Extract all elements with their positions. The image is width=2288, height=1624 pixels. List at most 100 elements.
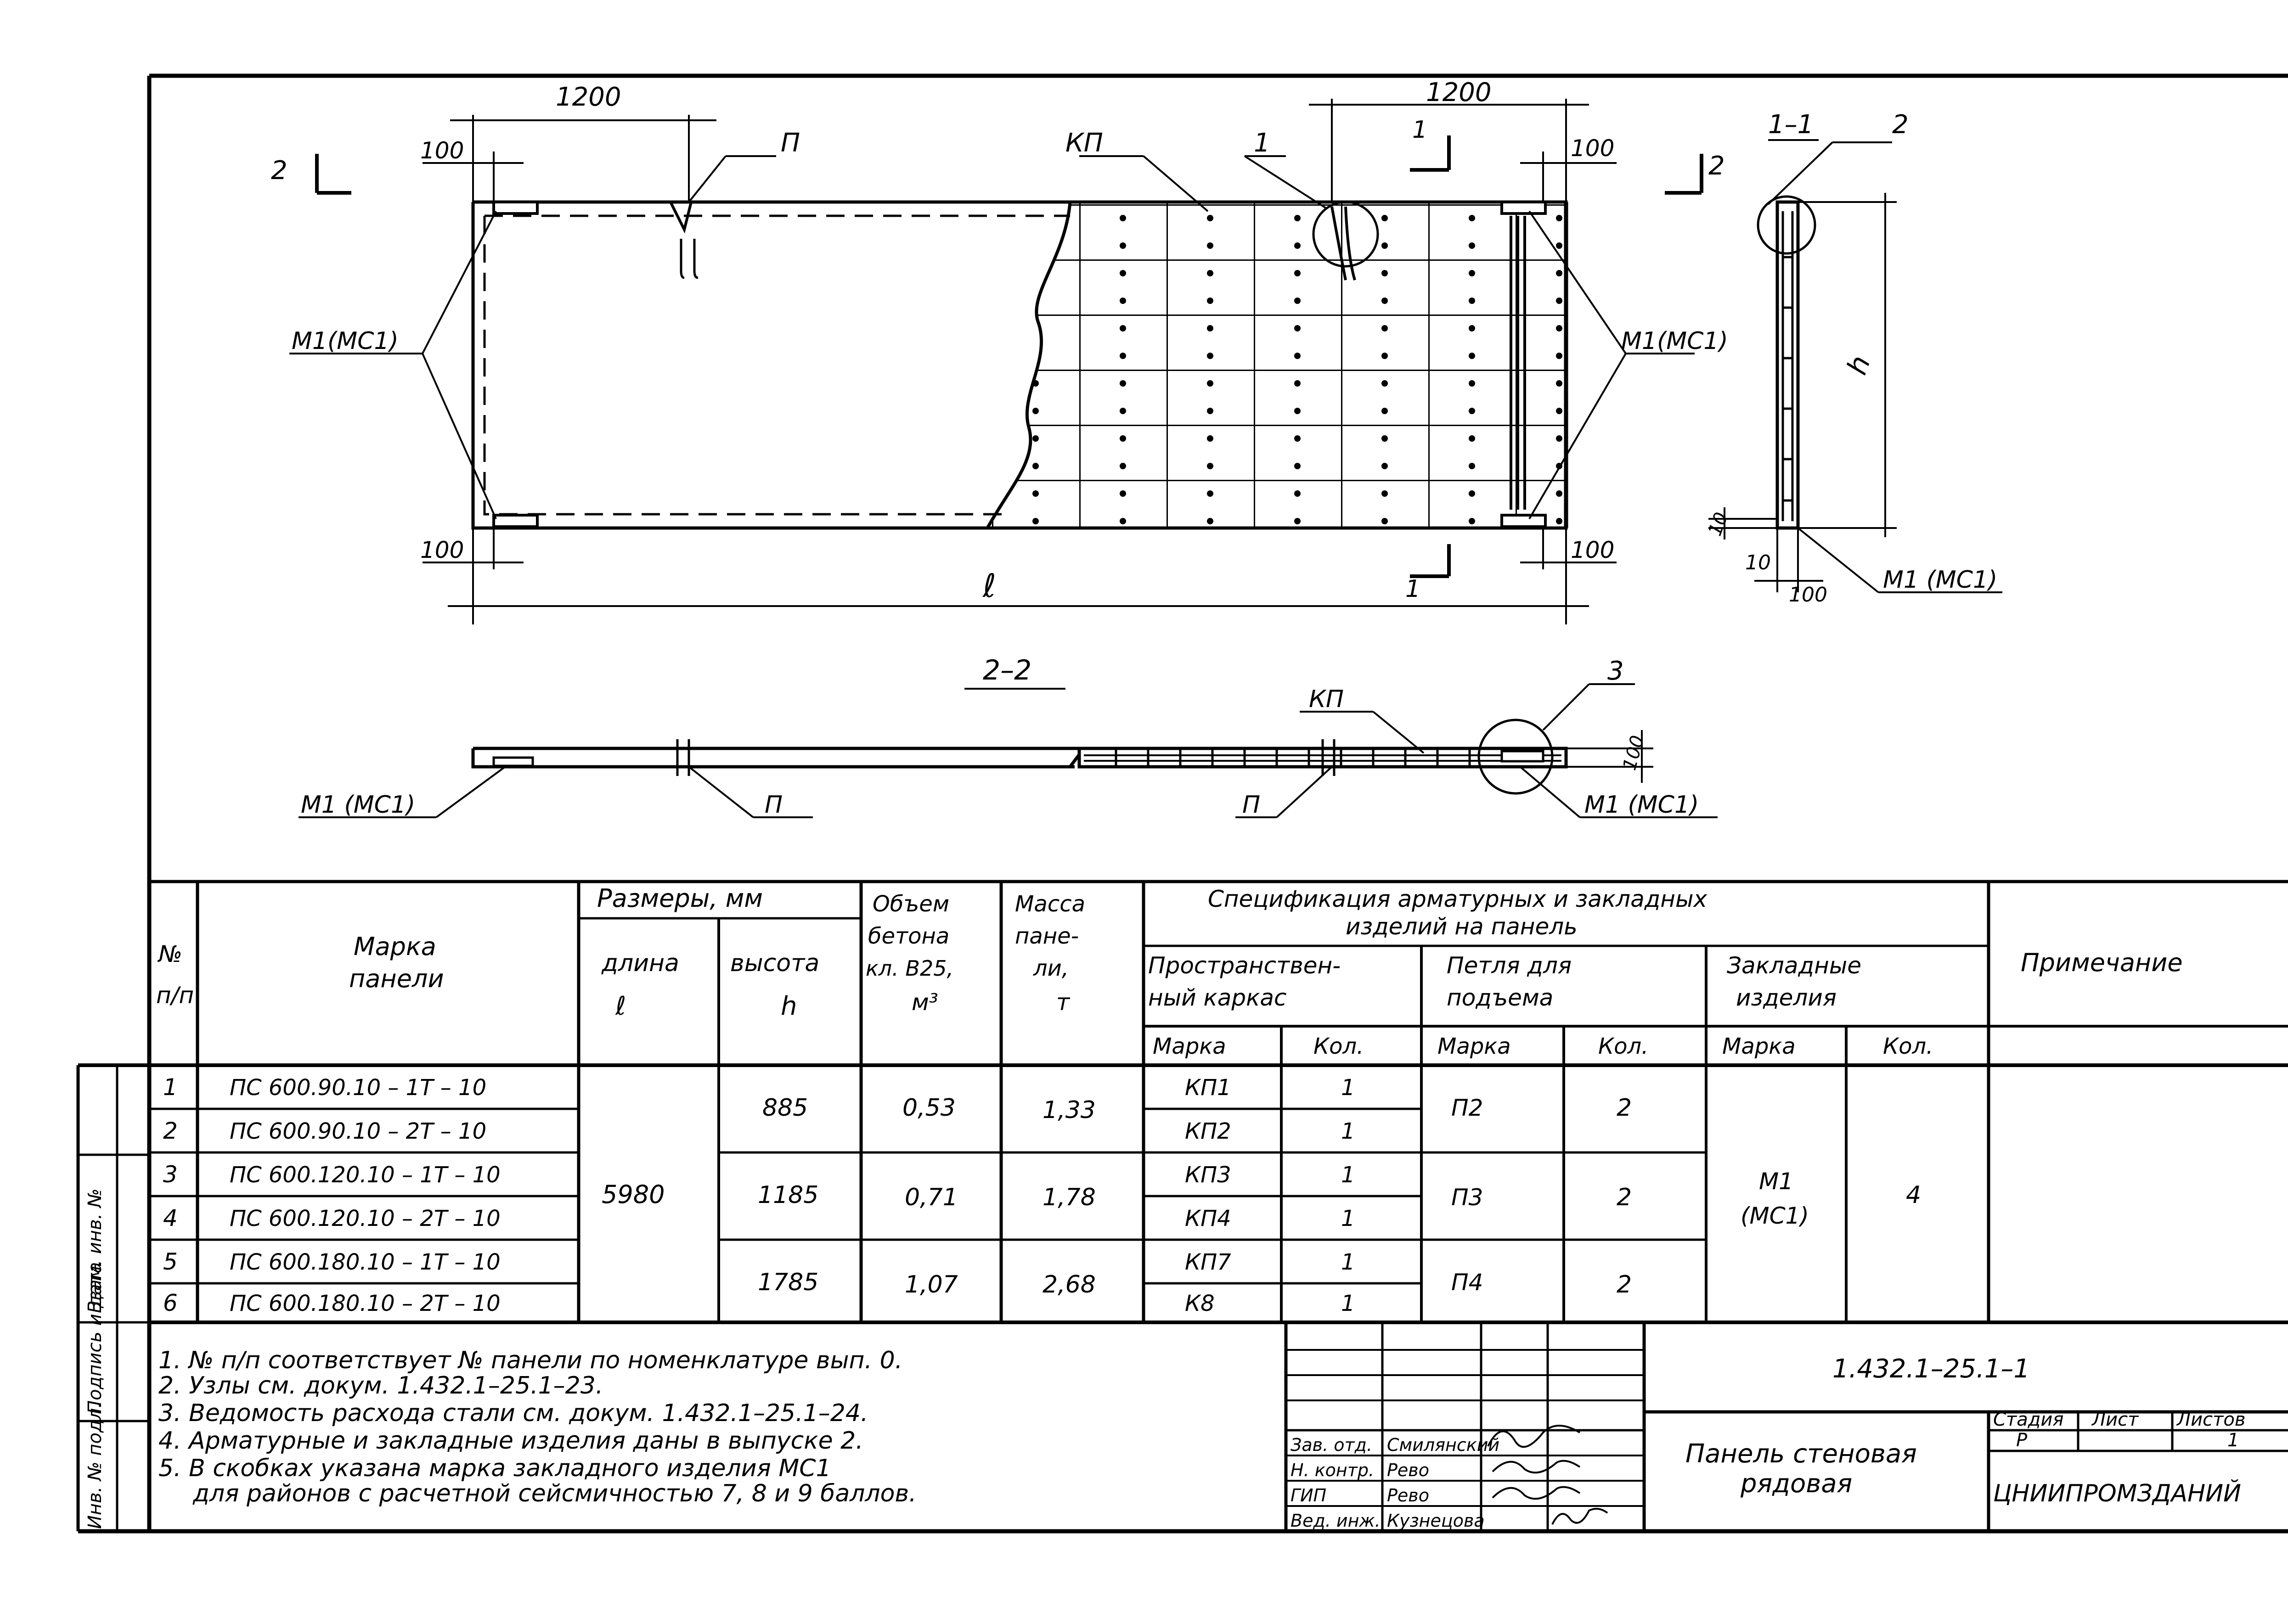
title-line-2: рядовая <box>1740 1469 1852 1499</box>
label-sec22-loop-right: П <box>1242 791 1260 819</box>
hdr-loop-2: подъема <box>1447 984 1553 1011</box>
stage-value: Р <box>2016 1430 2028 1451</box>
dim-sec-10: 10 <box>1704 510 1732 539</box>
dim-sec-10b: 10 <box>1745 551 1771 574</box>
side-stamp-labels: Инв. № подл. Подпись и дата Взам. инв. № <box>85 1188 106 1529</box>
stage-label: Стадия <box>1993 1409 2063 1430</box>
cell-length-all: 5980 <box>602 1180 665 1209</box>
signature-scribble-3 <box>1492 1486 1581 1500</box>
row-4-kpq: 1 <box>1341 1206 1355 1231</box>
hdr-volume-4: м³ <box>912 989 938 1016</box>
hdr-spec-2: изделий на панель <box>1346 913 1578 940</box>
hdr-embed-mark: Марка <box>1722 1034 1796 1059</box>
label-cut2-left: 2 <box>271 156 287 185</box>
hdr-loop-qty: Кол. <box>1598 1034 1648 1059</box>
dim-1200-left: 1200 <box>556 82 621 112</box>
signature-scribble-2 <box>1492 1460 1581 1474</box>
hdr-mass-2: пане- <box>1015 923 1079 949</box>
row-2-num: 2 <box>163 1118 178 1144</box>
hdr-volume-1: Объем <box>873 891 949 917</box>
label-loop-top: П <box>781 128 800 158</box>
spec-table-grid <box>78 882 2288 1324</box>
note-5: 5. В скобках указана марка закладного из… <box>158 1455 831 1482</box>
title-block-grid <box>1284 1322 2288 1531</box>
hdr-frame-qty: Кол. <box>1313 1034 1364 1059</box>
grp-2-loop: П3 <box>1451 1184 1483 1211</box>
hdr-note: Примечание <box>2021 948 2183 977</box>
hdr-volume-2: бетона <box>868 923 949 949</box>
grp-2-volume: 0,71 <box>905 1184 958 1211</box>
hdr-num-2: п/п <box>156 982 194 1009</box>
row-1-mark: ПС 600.90.10 – 1Т – 10 <box>230 1075 486 1101</box>
hdr-volume-3: кл. В25, <box>866 956 953 981</box>
label-mark-left: М1(МС1) <box>292 327 399 355</box>
row-5-mark: ПС 600.180.10 – 1Т – 10 <box>230 1249 501 1275</box>
grp-3-mass: 2,68 <box>1043 1271 1096 1298</box>
note-3: 3. Ведомость расхода стали см. докум. 1.… <box>158 1399 868 1427</box>
side-label-sign: Подпись и дата <box>85 1262 106 1414</box>
section-2-2: 2–2 КП 3 М1 (МС1) П П М1 (МС1) 100 <box>299 654 1718 819</box>
row-2-mark: ПС 600.90.10 – 2Т – 10 <box>230 1118 486 1144</box>
hdr-mark-2: панели <box>349 964 444 993</box>
grp-1-loop: П2 <box>1451 1095 1483 1121</box>
grp-3-loopq: 2 <box>1617 1271 1632 1298</box>
label-mark-right: М1(МС1) <box>1621 327 1728 355</box>
general-notes: 1. № п/п соответствует № панели по номен… <box>158 1347 917 1507</box>
hdr-embed-2: изделия <box>1736 984 1837 1011</box>
dim-1200-right: 1200 <box>1426 78 1492 107</box>
row-3-kpq: 1 <box>1341 1162 1355 1188</box>
hdr-mass-1: Масса <box>1015 891 1085 917</box>
signature-scribble-1 <box>1487 1425 1581 1448</box>
dim-100-bl: 100 <box>420 537 464 563</box>
label-kp-top: КП <box>1065 128 1103 158</box>
row-5-kp: КП7 <box>1185 1249 1231 1275</box>
signer-4-role: Вед. инж. <box>1291 1511 1381 1531</box>
grp-3-height: 1785 <box>758 1269 818 1296</box>
dim-100-tr: 100 <box>1571 135 1614 162</box>
signature-scribble-4 <box>1551 1508 1608 1525</box>
grp-2-mass: 1,78 <box>1043 1184 1096 1211</box>
label-sec22-mark-right: М1 (МС1) <box>1584 791 1699 819</box>
dim-100-br: 100 <box>1571 537 1614 563</box>
panel-plan-view: 1200 1200 100 100 100 100 ℓ П КП 1 1 1 2… <box>271 78 1728 624</box>
hdr-mass-4: т <box>1056 989 1071 1016</box>
label-sec22-mark-left: М1 (МС1) <box>301 791 415 819</box>
row-1-num: 1 <box>163 1074 178 1101</box>
embed-plate-br <box>1500 514 1547 528</box>
hdr-frame-mark: Марка <box>1153 1034 1226 1059</box>
hdr-height-2: h <box>781 991 797 1021</box>
hdr-mass-3: ли, <box>1033 955 1069 981</box>
hdr-spec-1: Спецификация арматурных и закладных <box>1208 886 1707 912</box>
hdr-frame-1: Пространствен- <box>1148 952 1341 979</box>
hdr-num-1: № <box>157 941 182 967</box>
sheets-value: 1 <box>2227 1430 2239 1451</box>
row-1-kpq: 1 <box>1341 1075 1355 1101</box>
row-1-kp: КП1 <box>1185 1075 1231 1101</box>
row-4-mark: ПС 600.120.10 – 2Т – 10 <box>230 1206 501 1231</box>
title-line-1: Панель стеновая <box>1685 1439 1917 1469</box>
label-section-11-mark: М1 (МС1) <box>1883 566 1997 594</box>
label-section-22: 2–2 <box>983 654 1031 686</box>
dim-sec-100: 100 <box>1789 583 1827 607</box>
dim-100-tl: 100 <box>420 137 464 164</box>
section-1-1: 1–1 2 М1 (МС1) h 10 10 100 <box>1704 110 2002 607</box>
row-6-mark: ПС 600.180.10 – 2Т – 10 <box>230 1291 501 1316</box>
row-2-kp: КП2 <box>1185 1118 1231 1144</box>
row-5-num: 5 <box>163 1248 178 1275</box>
signer-2-role: Н. контр. <box>1291 1460 1374 1480</box>
doc-code: 1.432.1–25.1–1 <box>1832 1354 2030 1384</box>
row-6-num: 6 <box>163 1290 178 1316</box>
row-4-kp: КП4 <box>1185 1206 1231 1231</box>
hdr-loop-mark: Марка <box>1437 1034 1511 1059</box>
grp-2-loopq: 2 <box>1617 1184 1632 1211</box>
signer-3-name: Рево <box>1387 1485 1429 1506</box>
label-cut2-right: 2 <box>1708 151 1725 181</box>
dim-sec-h: h <box>1841 351 1877 379</box>
grp-1-height: 885 <box>762 1094 808 1122</box>
hdr-height-1: высота <box>730 950 819 977</box>
grp-2-height: 1185 <box>758 1181 818 1209</box>
label-sec22-kp: КП <box>1309 686 1344 713</box>
embed-plate-tr <box>1500 201 1547 215</box>
note-2: 2. Узлы см. докум. 1.432.1–25.1–23. <box>158 1372 603 1399</box>
